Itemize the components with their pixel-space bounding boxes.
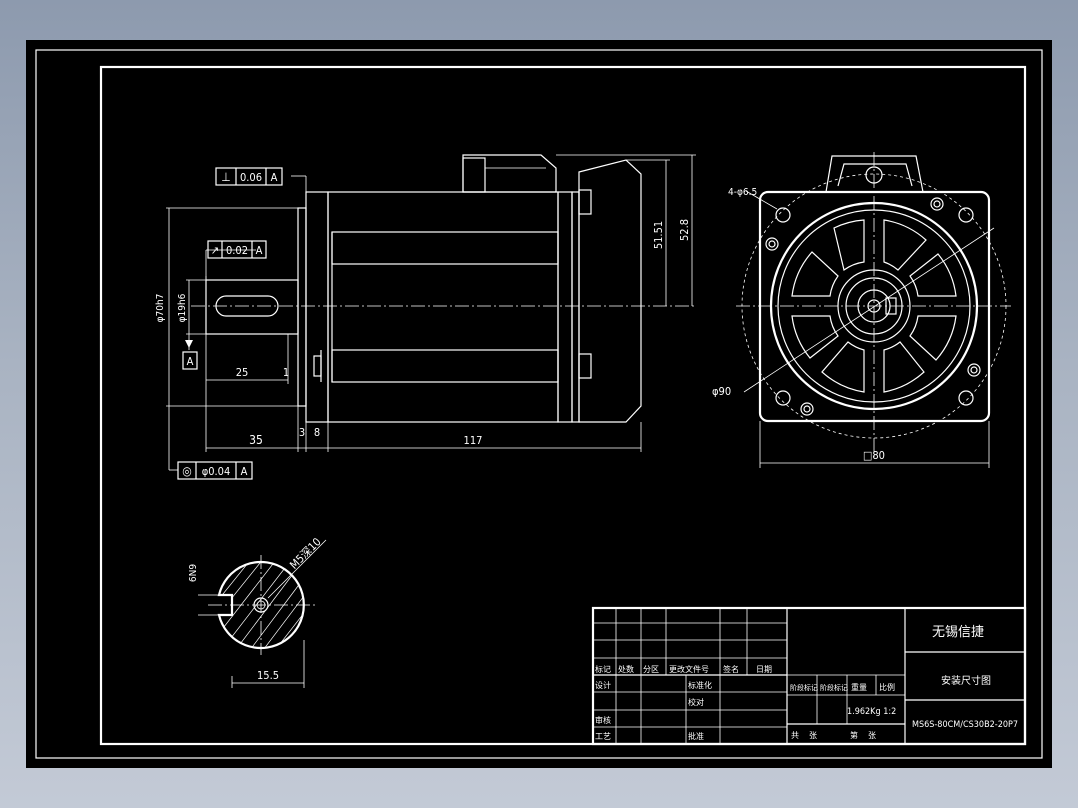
svg-text:A: A — [256, 244, 263, 257]
footer-no: 第 — [850, 730, 858, 740]
dim-key-depth: 6N9 — [188, 564, 199, 582]
svg-text:A: A — [187, 355, 194, 368]
stage-label-1: 阶段标记 — [790, 683, 818, 692]
side-view — [166, 154, 696, 471]
label-standard: 标准化 — [688, 680, 712, 690]
row-design: 设计 — [595, 680, 611, 690]
drawing-name: 安装尺寸图 — [941, 674, 991, 687]
dim-pcd: φ90 — [712, 385, 731, 398]
svg-text:φ0.04: φ0.04 — [202, 465, 231, 478]
dim-shaft-length: 35 — [249, 433, 263, 447]
dim-flange-b: 8 — [314, 426, 320, 439]
footer-total: 共 — [791, 731, 799, 740]
row-process: 工艺 — [595, 732, 611, 741]
weight-label: 重量 — [851, 682, 867, 692]
drawing-canvas: ⊥ 0.06 A ↗ 0.02 A ◎ φ0.04 A A φ70h7 φ19h… — [35, 49, 1043, 759]
header-mark: 标记 — [595, 664, 611, 674]
datum-a-label: A — [182, 351, 198, 370]
outer-border — [35, 49, 1043, 759]
title-block — [591, 606, 1027, 746]
svg-text:◎: ◎ — [182, 464, 191, 478]
row-review: 审核 — [595, 715, 611, 725]
scale-label: 比例 — [879, 682, 895, 692]
dim-thread: M5深10 — [287, 535, 323, 571]
weight-scale: 1.962Kg 1:2 — [847, 707, 896, 717]
dim-flange-a: 3 — [299, 426, 305, 439]
front-view — [736, 152, 1011, 468]
dim-height-a: 51.51 — [652, 221, 665, 249]
concentricity-frame: ◎ φ0.04 A — [177, 461, 253, 480]
inner-frame — [99, 65, 1027, 746]
dim-body-length: 117 — [464, 434, 483, 447]
label-approve: 批准 — [688, 731, 704, 741]
model-number: MS6S-80CM/CS30B2-20P7 — [912, 720, 1018, 730]
dim-flange-dia: φ70h7 — [155, 294, 166, 323]
shaft-section — [198, 539, 327, 688]
header-count: 处数 — [618, 664, 634, 674]
header-sign: 签名 — [723, 664, 739, 674]
dim-section-width: 15.5 — [257, 669, 279, 682]
svg-text:↗: ↗ — [211, 244, 219, 257]
header-change-no: 更改文件号 — [669, 664, 709, 674]
svg-text:⊥: ⊥ — [221, 170, 230, 184]
cad-viewport[interactable]: ⊥ 0.06 A ↗ 0.02 A ◎ φ0.04 A A φ70h7 φ19h… — [26, 40, 1052, 768]
footer-sheet: 张 — [868, 731, 876, 740]
svg-text:0.02: 0.02 — [226, 244, 248, 257]
dim-shaft-dia: φ19h6 — [177, 293, 188, 322]
dim-key-length: 25 — [236, 366, 249, 379]
dim-holes: 4-φ6.5 — [728, 187, 757, 198]
runout-frame: ↗ 0.02 A — [207, 240, 267, 259]
company-name: 无锡信捷 — [932, 625, 984, 640]
header-date: 日期 — [756, 665, 772, 674]
dim-key-offset: 1 — [283, 366, 289, 379]
label-check: 校对 — [688, 697, 704, 707]
dim-height-b: 52.8 — [678, 219, 691, 241]
svg-text:A: A — [241, 465, 248, 478]
footer-sheets: 张 — [809, 731, 817, 740]
stage-label-2: 阶段标记 — [820, 683, 848, 692]
svg-text:0.06: 0.06 — [240, 171, 262, 184]
dim-square: □80 — [863, 449, 885, 462]
header-zone: 分区 — [643, 665, 659, 674]
svg-text:A: A — [271, 171, 278, 184]
perpendicularity-frame: ⊥ 0.06 A — [215, 167, 283, 186]
